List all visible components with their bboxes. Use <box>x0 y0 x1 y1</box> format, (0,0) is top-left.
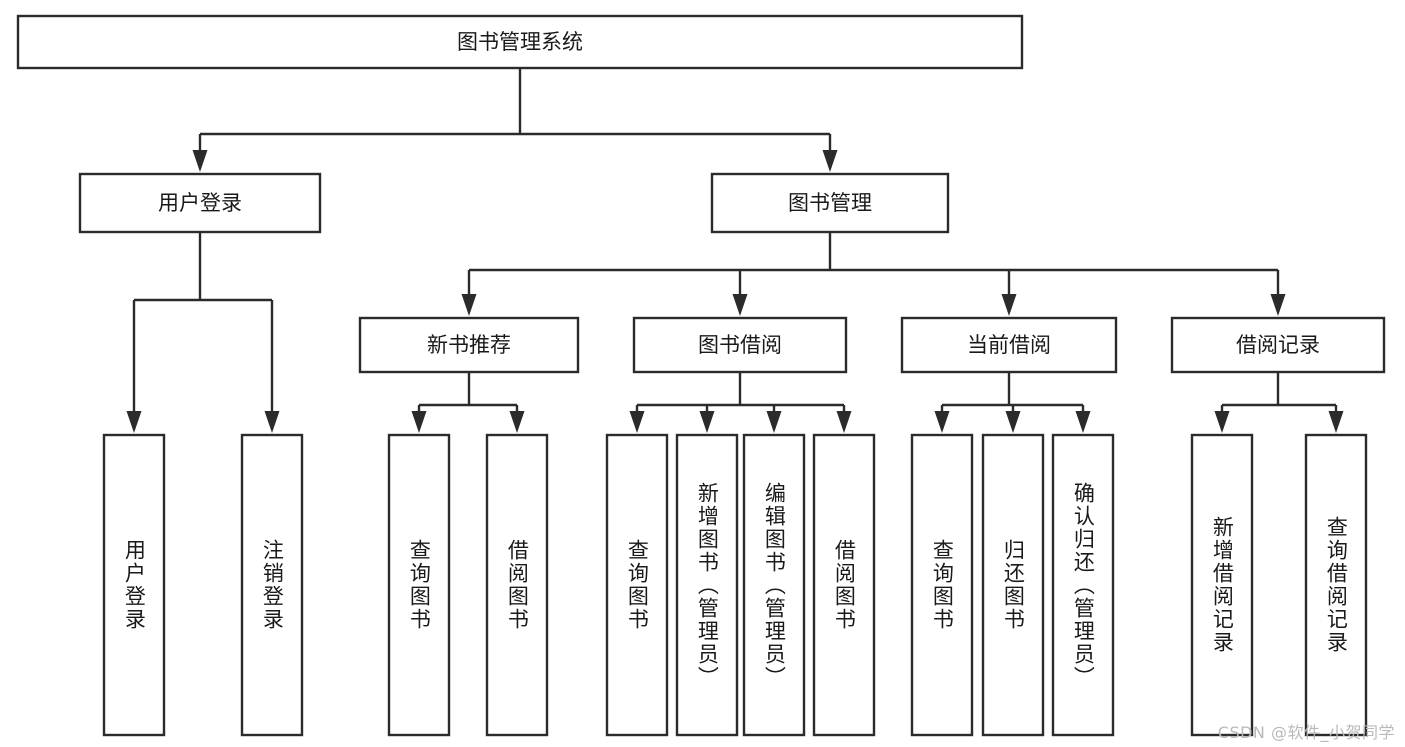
node-box-leaf-borrow-book[interactable] <box>812 433 876 737</box>
arrow-user-login <box>192 150 208 172</box>
arrow-leaf-user-login <box>126 411 142 433</box>
node-box-layer <box>16 14 1386 737</box>
arrow-leaf-confirm-return <box>1075 411 1091 433</box>
node-box-book-management[interactable] <box>710 172 950 234</box>
arrow-leaf-query-book-current <box>934 411 950 433</box>
node-box-leaf-query-book-current[interactable] <box>910 433 974 737</box>
node-box-leaf-query-book-borrow[interactable] <box>605 433 669 737</box>
arrow-leaf-return-book <box>1005 411 1021 433</box>
arrow-leaf-query-book-rec <box>411 411 427 433</box>
arrow-leaf-add-record <box>1214 411 1230 433</box>
node-box-leaf-borrow-book-rec[interactable] <box>485 433 549 737</box>
node-box-leaf-logout[interactable] <box>240 433 304 737</box>
arrow-leaf-logout <box>264 411 280 433</box>
node-box-user-login[interactable] <box>78 172 322 234</box>
arrow-leaf-edit-book <box>766 411 782 433</box>
arrow-leaf-query-book-borrow <box>629 411 645 433</box>
node-box-leaf-query-record[interactable] <box>1304 433 1368 737</box>
node-box-leaf-add-record[interactable] <box>1190 433 1254 737</box>
arrow-leaf-add-book <box>699 411 715 433</box>
node-label-borrow-record: 借阅记录 <box>1236 333 1320 357</box>
node-label-current-borrow: 当前借阅 <box>967 333 1051 357</box>
node-box-borrow-record[interactable] <box>1170 316 1386 374</box>
arrow-head-layer <box>126 150 1344 433</box>
node-box-leaf-query-book-rec[interactable] <box>387 433 451 737</box>
arrow-leaf-query-record <box>1328 411 1344 433</box>
node-label-user-login: 用户登录 <box>158 191 242 215</box>
node-box-leaf-return-book[interactable] <box>981 433 1045 737</box>
arrow-borrow-record <box>1270 294 1286 316</box>
arrow-leaf-borrow-book-rec <box>509 411 525 433</box>
node-box-root[interactable] <box>16 14 1024 70</box>
csdn-watermark: CSDN @软件_小贺同学 <box>1217 723 1395 742</box>
arrow-new-book-recommend <box>461 294 477 316</box>
node-label-book-management: 图书管理 <box>788 191 872 215</box>
node-box-leaf-add-book[interactable] <box>675 433 739 737</box>
node-label-root: 图书管理系统 <box>457 30 583 54</box>
arrow-book-borrow <box>732 294 748 316</box>
arrow-book-management <box>822 150 838 172</box>
node-box-leaf-user-login[interactable] <box>102 433 166 737</box>
node-box-leaf-edit-book[interactable] <box>742 433 806 737</box>
node-label-new-book-recommend: 新书推荐 <box>427 333 511 357</box>
arrow-current-borrow <box>1001 294 1017 316</box>
arrow-leaf-borrow-book <box>836 411 852 433</box>
node-box-current-borrow[interactable] <box>900 316 1118 374</box>
node-box-book-borrow[interactable] <box>632 316 848 374</box>
node-label-book-borrow: 图书借阅 <box>698 333 782 357</box>
node-box-leaf-confirm-return[interactable] <box>1051 433 1115 737</box>
node-box-new-book-recommend[interactable] <box>358 316 580 374</box>
